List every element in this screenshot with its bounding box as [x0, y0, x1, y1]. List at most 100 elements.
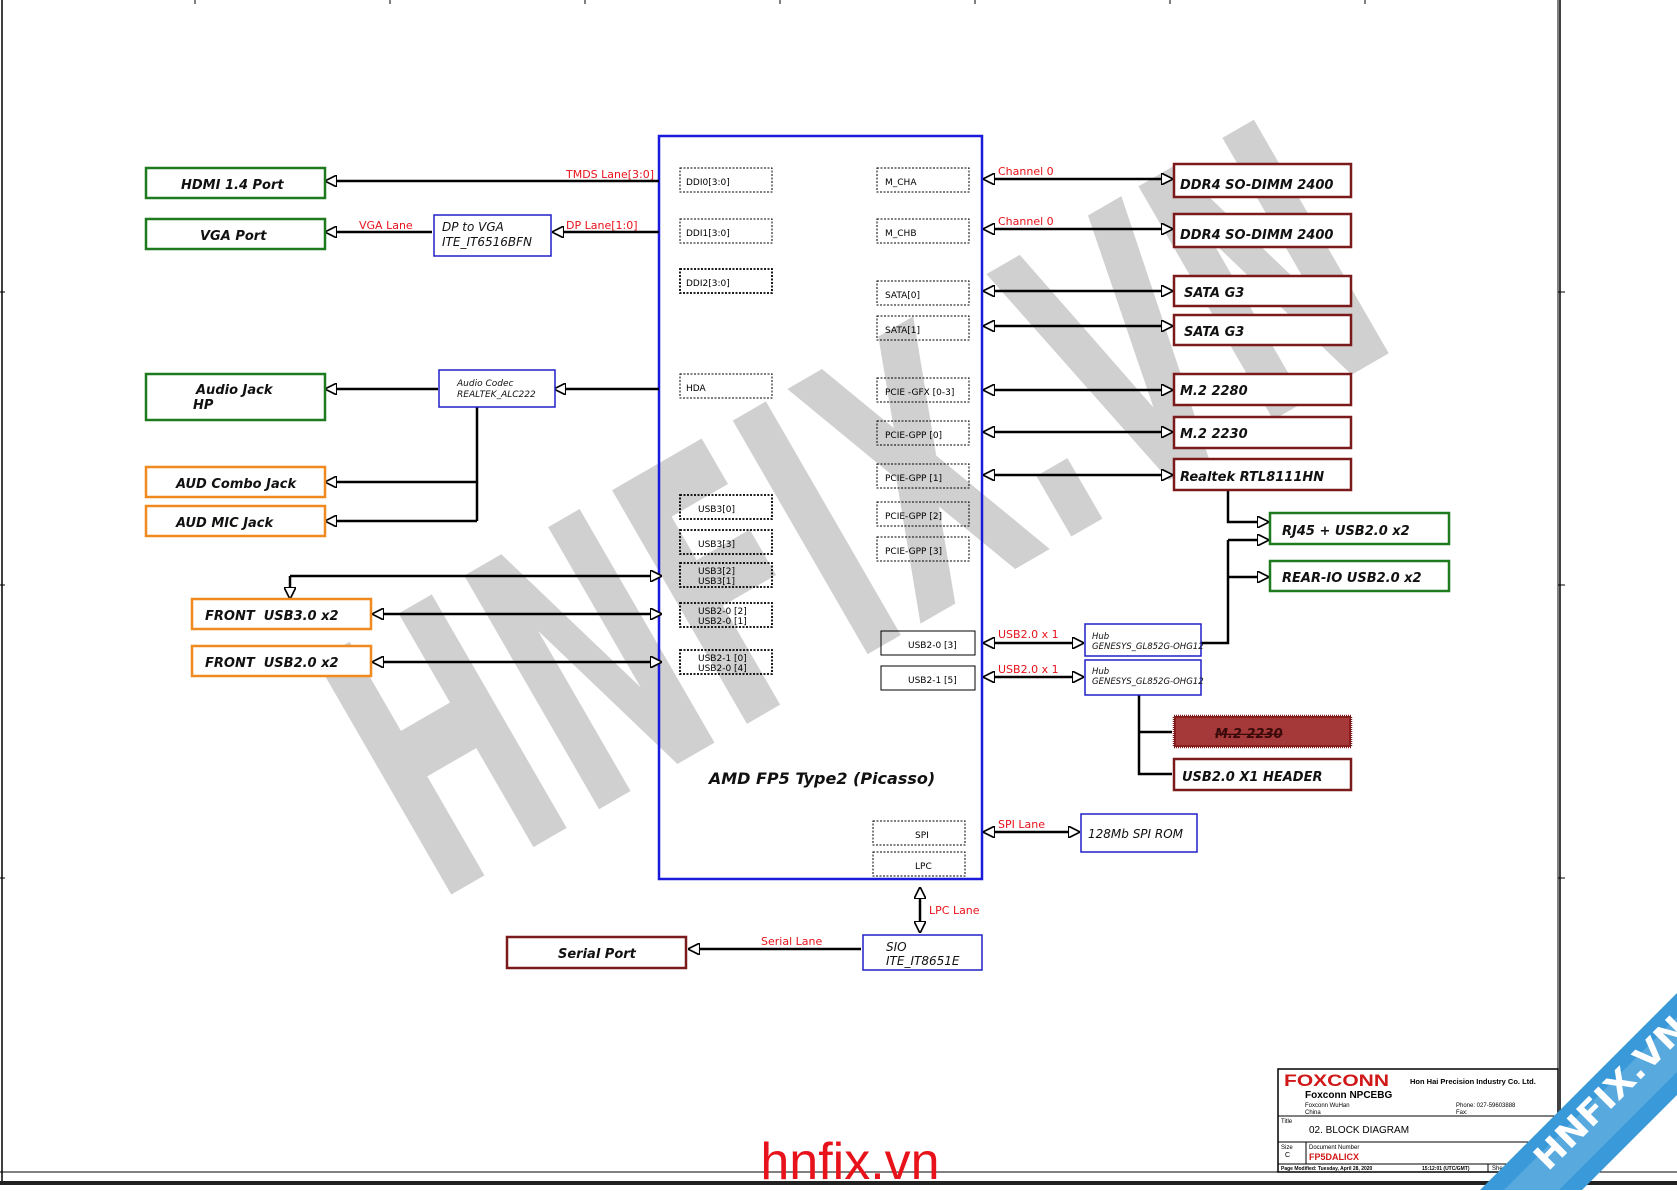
port-mcha [876, 167, 970, 193]
label-serial: Serial Lane [761, 935, 822, 948]
label-usb-a: USB2.0 x 1 [998, 628, 1059, 641]
realtek-label: Realtek RTL8111HN [1180, 470, 1324, 485]
sata-a-label: SATA G3 [1184, 286, 1244, 301]
port-ddi0-label: DDI0[3:0] [686, 178, 730, 188]
port-spi [872, 820, 966, 846]
ddr4-a-box [1172, 162, 1353, 199]
port-usb2-21 [679, 602, 773, 628]
port-ddi2 [679, 268, 773, 294]
sata-b-box [1172, 313, 1353, 347]
title-block: FOXCONN Hon Hai Precision Industry Co. L… [1277, 1068, 1559, 1173]
group-name: Foxconn NPCEBG [1305, 1090, 1392, 1101]
sheet-title: 02. BLOCK DIAGRAM [1309, 1125, 1409, 1136]
label-dp: DP Lane[1:0] [566, 219, 638, 232]
cpu-title: AMD FP5 Type2 (Picasso) [707, 769, 935, 788]
link-realtek-rj45 [1226, 490, 1268, 522]
time: 15:12:01 (UTC/GMT) [1422, 1166, 1470, 1172]
port-usb3-0-label: USB3[0] [698, 505, 735, 515]
port-ddi1-label: DDI1[3:0] [686, 229, 730, 239]
ddr4-a-label: DDR4 SO-DIMM 2400 [1180, 178, 1333, 193]
port-pcie-gfx [876, 377, 970, 403]
sheet: Shee [1492, 1166, 1507, 1172]
port-mchb [876, 218, 970, 244]
port-lpc-label: LPC [915, 862, 932, 872]
docnum-value: FP5DALICX [1309, 1152, 1359, 1162]
serial-label: Serial Port [558, 947, 637, 962]
hub1-box [1084, 623, 1202, 657]
port-mcha-label: M_CHA [885, 178, 917, 188]
port-pcie-gpp0-label: PCIE-GPP [0] [885, 431, 942, 441]
rear-io-label: REAR-IO USB2.0 x2 [1282, 571, 1422, 586]
footer-site-link[interactable]: hnfix.vn [760, 1133, 940, 1191]
port-mchb-label: M_CHB [885, 229, 917, 239]
title-label: Title [1281, 1119, 1293, 1125]
aud-mic-label: AUD MIC Jack [175, 516, 275, 531]
port-usb3-21 [679, 562, 773, 588]
port-sata0 [876, 280, 970, 306]
port-hda [679, 373, 773, 399]
port-hda-label: HDA [686, 384, 707, 394]
title-block-frame [1277, 1068, 1559, 1173]
lane-labels: TMDS Lane[3:0] DP Lane[1:0] VGA Lane Cha… [359, 165, 1059, 948]
spi-rom-box [1080, 813, 1198, 853]
port-ddi2-label: DDI2[3:0] [686, 279, 730, 289]
aud-combo-box [144, 465, 327, 499]
port-usb2-21-label: USB2-0 [2]USB2-0 [1] [698, 607, 747, 627]
connections [290, 179, 1268, 949]
port-sata1 [876, 315, 970, 341]
port-usb2-04-label: USB2-1 [0]USB2-0 [4] [698, 654, 747, 674]
port-spi-label: SPI [915, 831, 929, 841]
m2-2230-label: M.2 2230 [1180, 427, 1248, 442]
m2-2230-box [1172, 415, 1353, 450]
front-usb3-label: FRONT USB3.0 x2 [205, 609, 339, 624]
port-usb2-03 [880, 630, 976, 656]
label-usb-b: USB2.0 x 1 [998, 663, 1059, 676]
port-ddi0 [679, 167, 773, 193]
m2-2280-box [1172, 372, 1353, 407]
rear-io-box [1268, 559, 1451, 593]
realtek-box [1172, 457, 1353, 492]
link-hub2-down [1137, 695, 1172, 776]
port-usb2-15-label: USB2-1 [5] [908, 676, 957, 686]
usb-header-box [1172, 757, 1353, 792]
spi-rom-label: 128Mb SPI ROM [1088, 827, 1184, 841]
vga-label: VGA Port [200, 229, 267, 244]
serial-box [505, 935, 688, 970]
rj45-box [1268, 511, 1451, 546]
sata-b-label: SATA G3 [1184, 325, 1244, 340]
port-usb2-15 [880, 665, 976, 691]
port-usb3-21-label: USB3[2]USB3[1] [698, 567, 735, 587]
hdmi-box [144, 166, 327, 200]
cpu-right-ports: M_CHA M_CHB SATA[0] SATA[1] PCIE -GFX [0… [872, 167, 976, 877]
port-sata1-label: SATA[1] [885, 326, 920, 336]
sio-box [862, 934, 983, 971]
front-usb2-box [190, 644, 373, 678]
port-pcie-gpp3 [876, 536, 970, 562]
rj45-label: RJ45 + USB2.0 x2 [1282, 524, 1410, 539]
right-devices: DDR4 SO-DIMM 2400 DDR4 SO-DIMM 2400 SATA… [1172, 162, 1451, 792]
port-pcie-gpp1 [876, 463, 970, 489]
hub2-box [1084, 659, 1202, 696]
audio-jack-box [144, 372, 327, 422]
modified: Page Modified: Tuesday, April 28, 2020 [1281, 1166, 1373, 1172]
port-usb2-04 [679, 649, 773, 675]
dp-vga-box [433, 214, 552, 257]
sata-a-box [1172, 274, 1353, 308]
port-usb2-03-label: USB2-0 [3] [908, 641, 957, 651]
port-lpc [872, 851, 966, 877]
link-hub1-up [1200, 540, 1230, 645]
port-pcie-gpp2-label: PCIE-GPP [2] [885, 512, 942, 522]
m2-2230-b-label: M.2 2230 [1215, 727, 1283, 742]
company-name: Hon Hai Precision Industry Co. Ltd. [1410, 1077, 1536, 1086]
aud-combo-label: AUD Combo Jack [175, 477, 297, 492]
hdmi-label: HDMI 1.4 Port [181, 178, 284, 193]
port-pcie-gfx-label: PCIE -GFX [0-3] [885, 388, 954, 398]
foxconn-logo: FOXCONN [1284, 1071, 1389, 1090]
